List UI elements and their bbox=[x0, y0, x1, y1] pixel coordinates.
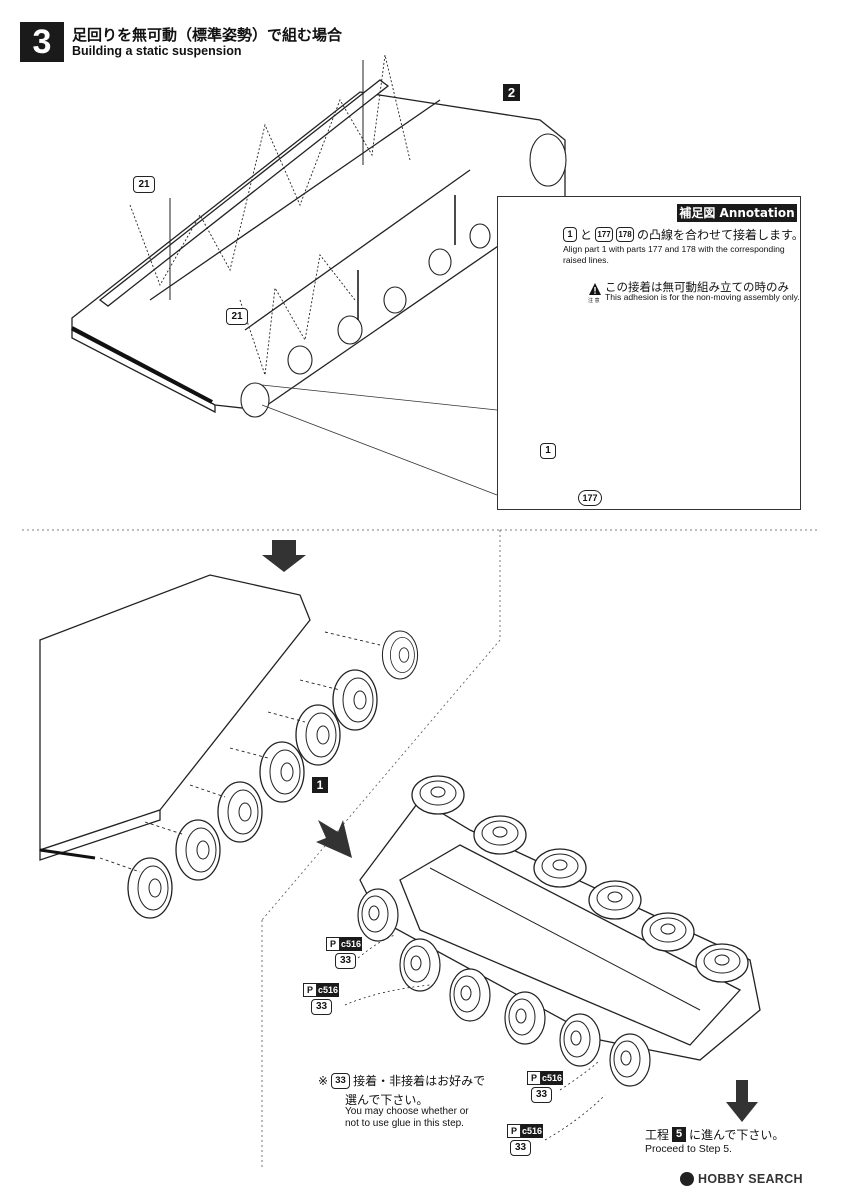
note-mark: ※ bbox=[318, 1073, 329, 1088]
part-label-21-b: 21 bbox=[226, 308, 248, 325]
proceed-en: Proceed to Step 5. bbox=[645, 1143, 732, 1155]
part-177-ref: 177 bbox=[595, 227, 614, 242]
annotation-header: 補足図 Annotation bbox=[677, 204, 797, 222]
warning-icon bbox=[588, 282, 602, 296]
step-ref-2: 2 bbox=[503, 84, 520, 101]
glue-note-line1: ※ 33 接着・非接着はお好みで bbox=[318, 1072, 485, 1089]
proceed-suffix: に進んで下さい。 bbox=[689, 1128, 785, 1142]
warning-caption: 注 意 bbox=[588, 298, 600, 304]
step-number: 3 bbox=[20, 22, 64, 62]
note-en: You may choose whether or not to use glu… bbox=[345, 1106, 469, 1130]
note-jp-1: 接着・非接着はお好みで bbox=[353, 1074, 486, 1088]
watermark: HOBBY SEARCH bbox=[680, 1172, 803, 1186]
watermark-logo-icon bbox=[680, 1172, 694, 1186]
annotation-line1-en: Align part 1 with parts 177 and 178 with… bbox=[563, 244, 785, 265]
warning-jp: この接着は無可動組み立ての時のみ bbox=[605, 280, 789, 294]
warning-en: This adhesion is for the non-moving asse… bbox=[605, 292, 800, 302]
proceed-prefix: 工程 bbox=[645, 1128, 670, 1142]
part-label-33-b: 33 bbox=[311, 999, 332, 1015]
part-label-33-a: 33 bbox=[335, 953, 356, 969]
proceed-step: 5 bbox=[672, 1127, 687, 1142]
note-en-1: You may choose whether or bbox=[345, 1106, 469, 1117]
step-title-jp: 足回りを無可動（標準姿勢）で組む場合 bbox=[72, 26, 343, 44]
sprue-c: c516 bbox=[340, 937, 362, 951]
part-1-ref: 1 bbox=[563, 227, 577, 242]
part-178-ref: 178 bbox=[616, 227, 635, 242]
sprue-p: P bbox=[326, 937, 340, 951]
part-label-1: 1 bbox=[540, 443, 556, 459]
note-part-33: 33 bbox=[331, 1072, 351, 1089]
annotation-and: と bbox=[580, 228, 593, 242]
note-en-2: not to use glue in this step. bbox=[345, 1118, 464, 1129]
annotation-line1: 1 と 177 178 の凸線を合わせて接着します。 bbox=[563, 226, 804, 243]
watermark-text: HOBBY SEARCH bbox=[698, 1172, 803, 1186]
proceed-jp: 工程 5 に進んで下さい。 bbox=[645, 1126, 784, 1143]
annotation-line1-text: の凸線を合わせて接着します。 bbox=[637, 228, 804, 242]
part-label-33-d: 33 bbox=[510, 1140, 531, 1156]
part-label-33-c: 33 bbox=[531, 1087, 552, 1103]
part-label-21-a: 21 bbox=[133, 176, 155, 193]
part-label-177: 177 bbox=[578, 490, 602, 506]
step-ref-1: 1 bbox=[312, 777, 328, 793]
step-title-en: Building a static suspension bbox=[72, 44, 242, 58]
note-jp-2: 選んで下さい。 bbox=[345, 1093, 429, 1107]
